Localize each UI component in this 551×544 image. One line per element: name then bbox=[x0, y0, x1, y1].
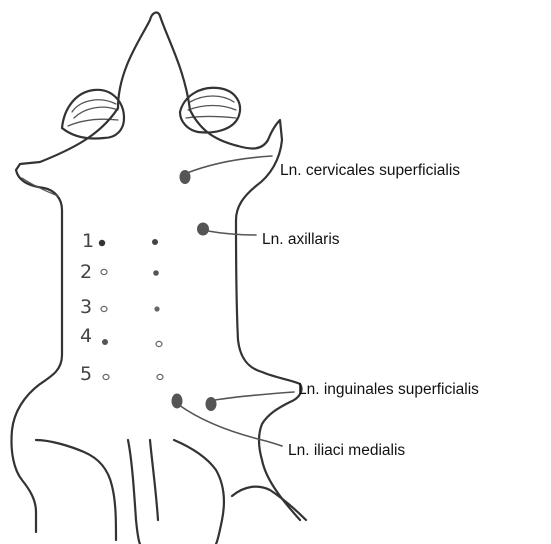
mammary-gland bbox=[102, 339, 108, 345]
mammary-gland bbox=[152, 239, 158, 245]
mammary-number-5: 5 bbox=[80, 363, 92, 385]
left-mammary-glands bbox=[99, 240, 109, 380]
mammary-number-1: 1 bbox=[82, 230, 94, 252]
leader-line-inguinales bbox=[215, 392, 294, 400]
mammary-number-2: 2 bbox=[80, 261, 92, 283]
mammary-gland bbox=[157, 374, 163, 379]
lymph-node-inguinales bbox=[206, 397, 217, 411]
mammary-gland bbox=[99, 240, 105, 246]
mammary-gland bbox=[153, 270, 159, 276]
leader-line-iliaci bbox=[179, 405, 282, 446]
mammary-gland bbox=[154, 306, 159, 311]
mammary-gland bbox=[103, 374, 109, 379]
mammary-number-3: 3 bbox=[80, 296, 92, 318]
right-mammary-glands bbox=[152, 239, 163, 380]
label-cervicales-superficialis: Ln. cervicales superficialis bbox=[280, 163, 460, 179]
right-hind-leg bbox=[174, 440, 224, 544]
label-iliaci-medialis: Ln. iliaci medialis bbox=[288, 443, 405, 459]
head-outline bbox=[118, 13, 190, 110]
left-hind-leg bbox=[36, 440, 116, 540]
leader-line-cervicales bbox=[187, 156, 272, 173]
label-axillaris: Ln. axillaris bbox=[262, 232, 340, 248]
mammary-gland bbox=[101, 269, 107, 274]
lymph-node-axillaris bbox=[197, 223, 209, 236]
body-left-outline bbox=[11, 108, 118, 532]
leader-line-axillaris bbox=[208, 231, 256, 235]
mammary-gland bbox=[101, 306, 107, 311]
mammary-number-4: 4 bbox=[80, 325, 92, 347]
tail bbox=[128, 440, 140, 544]
mammary-gland bbox=[156, 341, 162, 346]
tail-right-edge bbox=[150, 440, 158, 520]
label-inguinales-superficialis: Ln. inguinales superficialis bbox=[298, 382, 479, 398]
